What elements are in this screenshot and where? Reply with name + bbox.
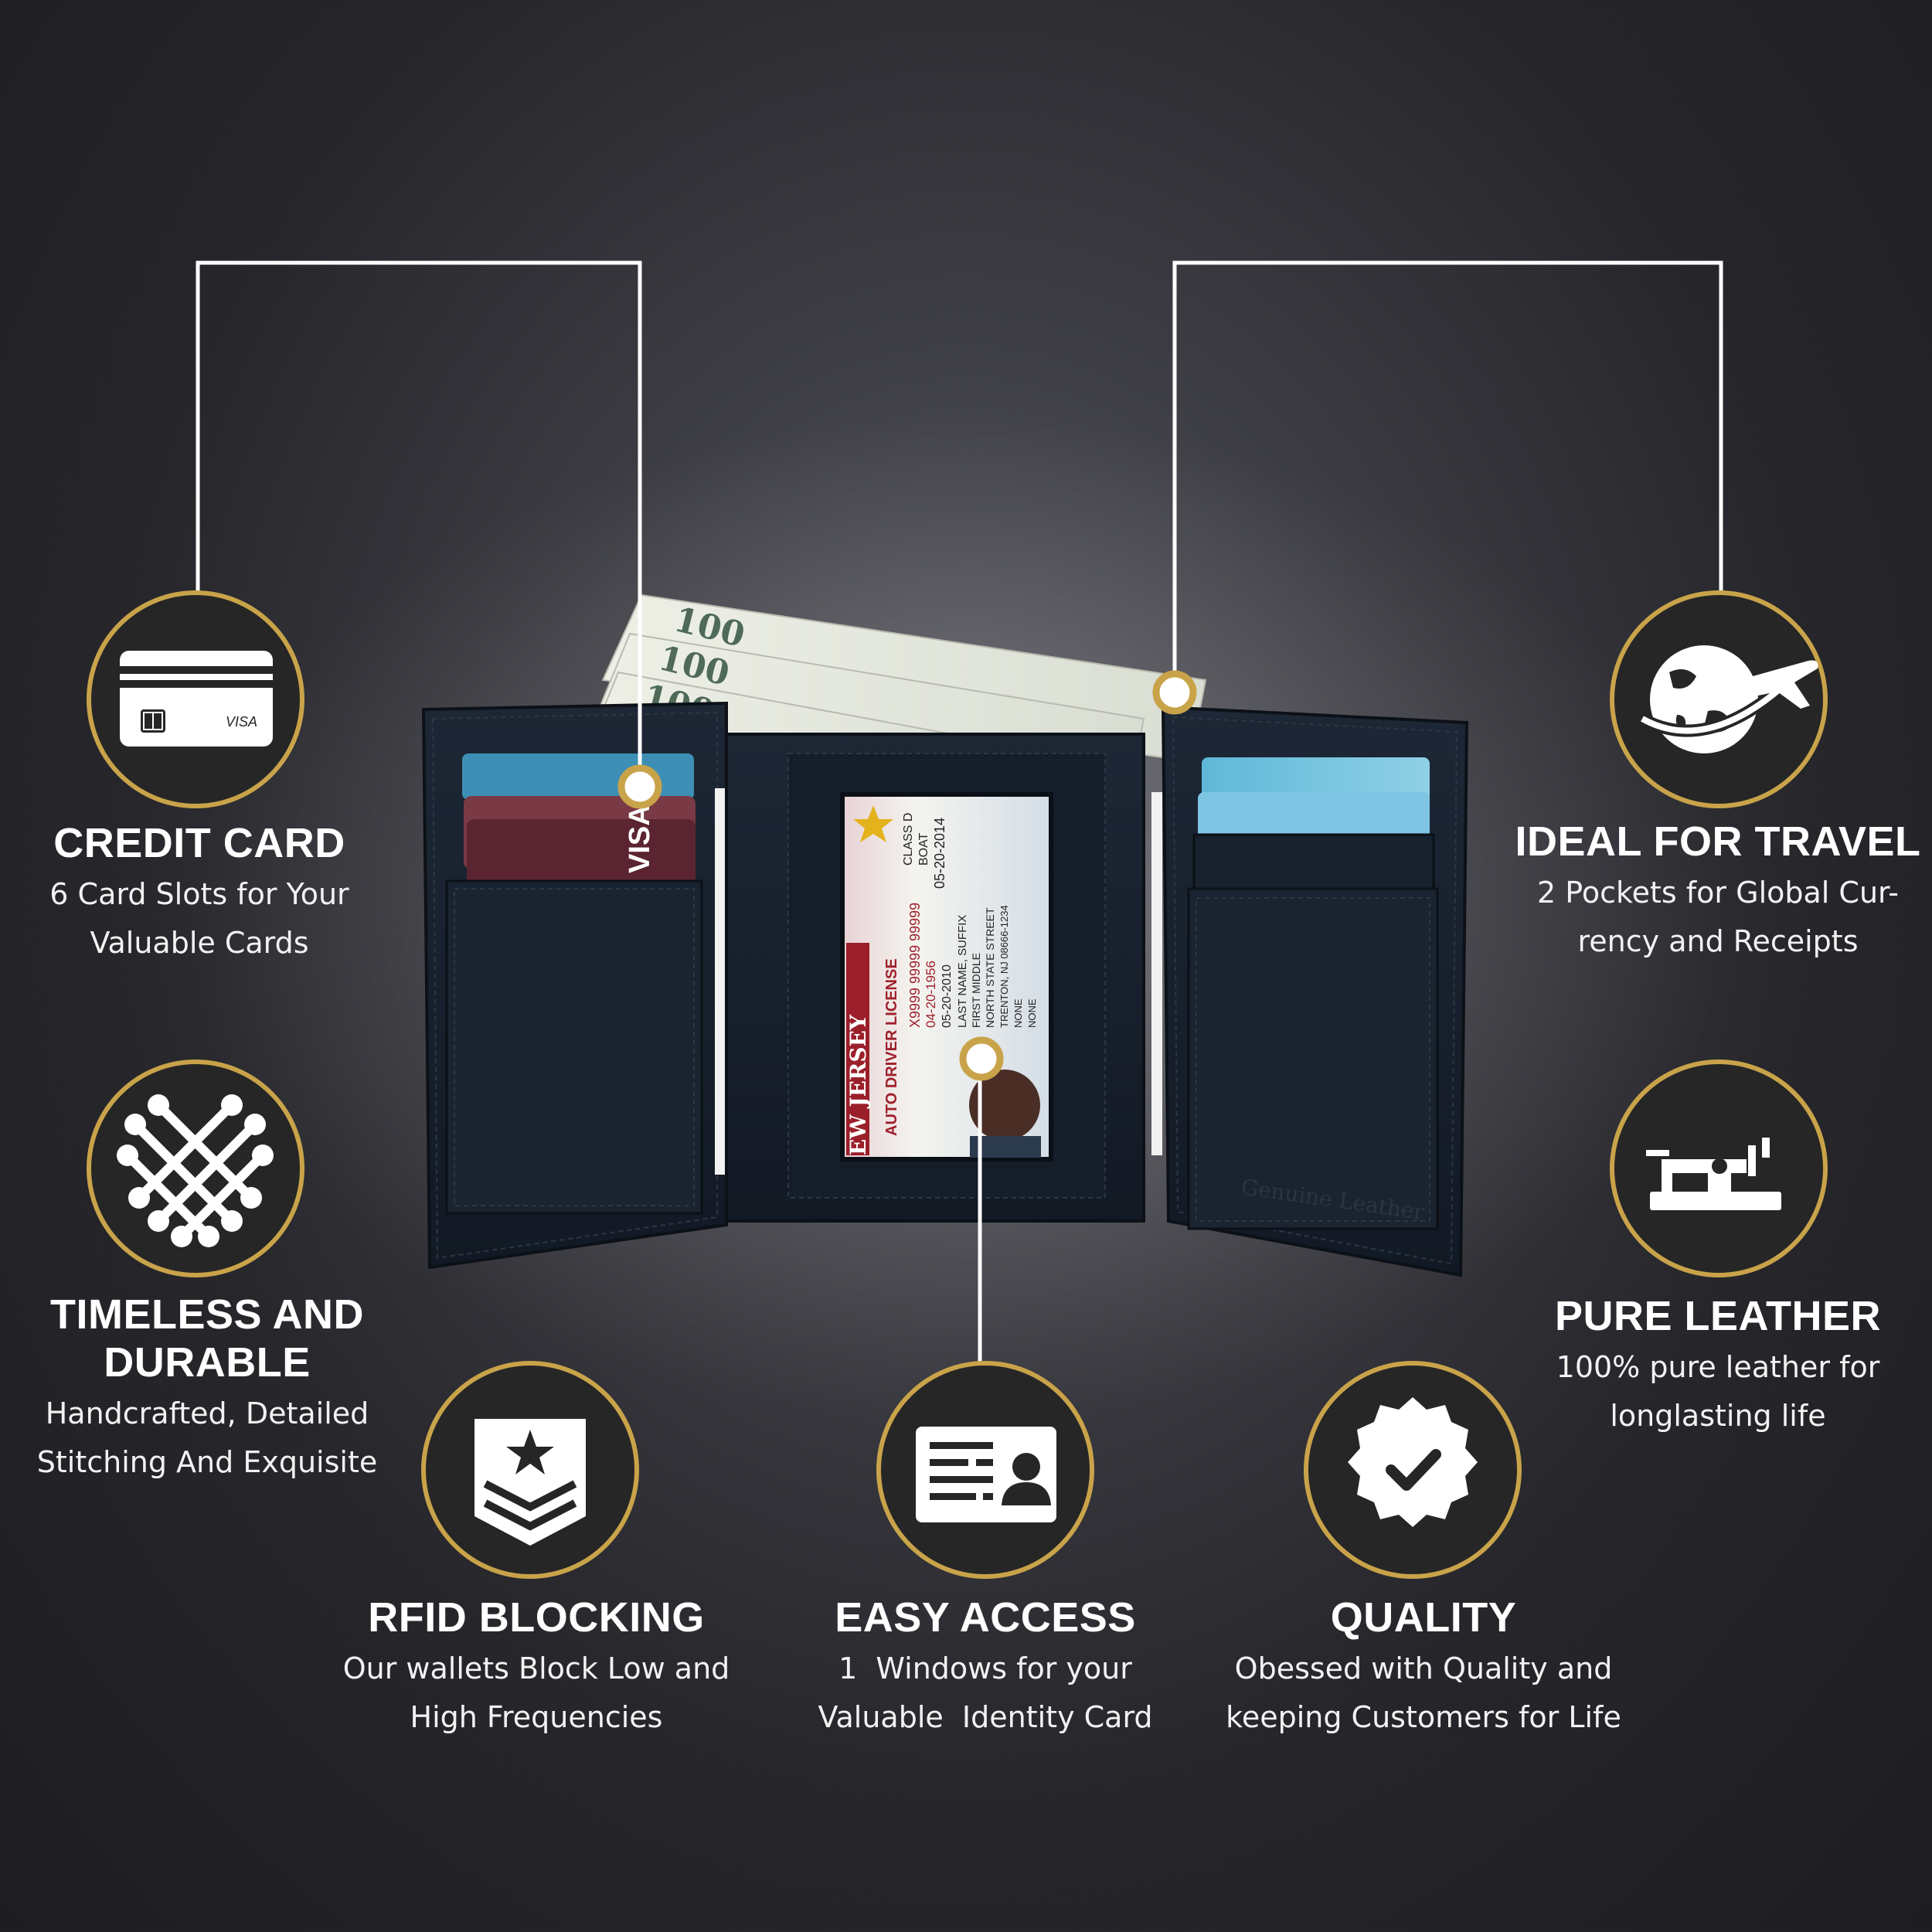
id-card-icon — [876, 1361, 1094, 1579]
connector-dot — [617, 764, 662, 809]
id-type: AUTO DRIVER LICENSE — [883, 958, 900, 1136]
stitching-icon — [87, 1060, 304, 1277]
feature-title: IDEAL FOR TRAVEL — [1515, 818, 1921, 865]
description-line: 6 Card Slots for Your — [49, 877, 349, 911]
right-card-slots — [1187, 757, 1439, 1230]
feature-description: 1 Windows for your Valuable Identity Car… — [738, 1645, 1233, 1742]
feature-description: Our wallets Block Low and High Frequenci… — [289, 1645, 784, 1742]
feature-timeless-durable: TIMELESS AND DURABLE Handcrafted, Detail… — [0, 1291, 454, 1487]
description-line: keeping Customers for Life — [1226, 1700, 1621, 1734]
id-restr: NONE — [1026, 998, 1038, 1028]
feature-title: RFID BLOCKING — [368, 1594, 705, 1641]
svg-text:VISA: VISA — [624, 804, 656, 873]
feature-title: PURE LEATHER — [1554, 1293, 1882, 1339]
description-line: longlasting life — [1610, 1399, 1826, 1433]
connector-lines — [196, 260, 1723, 1364]
feature-easy-access: EASY ACCESS 1 Windows for your Valuable … — [738, 1594, 1233, 1742]
description-line: High Frequencies — [410, 1700, 663, 1734]
left-card-slots: VISA — [445, 753, 703, 1215]
id-city: TRENTON, NJ 08666-1234 — [998, 905, 1010, 1028]
feature-description: 6 Card Slots for Your Valuable Cards — [0, 870, 447, 968]
id-end: NONE — [1012, 998, 1024, 1028]
feature-travel: IDEAL FOR TRAVEL 2 Pockets for Global Cu… — [1471, 818, 1932, 966]
credit-card-icon: VISA — [87, 590, 304, 808]
connector-dot — [959, 1036, 1004, 1081]
globe-plane-icon — [1610, 590, 1828, 808]
description-line: Valuable Identity Card — [818, 1700, 1153, 1734]
sewing-machine-icon — [1610, 1060, 1828, 1277]
id-window: EW JERSEY AUTO DRIVER LICENSE CLASS D BO… — [840, 792, 1053, 1162]
wallet-photo: 100 100 100 VISA EW JERSEY A — [421, 594, 1469, 1277]
connector-dot — [1152, 670, 1197, 715]
feature-rfid-blocking: RFID BLOCKING Our wallets Block Low and … — [289, 1594, 784, 1742]
feature-description: 2 Pockets for Global Cur- rency and Rece… — [1471, 869, 1932, 966]
feature-description: Handcrafted, Detailed Stitching And Exqu… — [0, 1389, 454, 1487]
feature-title: TIMELESS AND DURABLE — [0, 1291, 454, 1386]
title-line: DURABLE — [104, 1339, 311, 1386]
quality-badge-icon — [1304, 1361, 1522, 1579]
feature-description: Obessed with Quality and keeping Custome… — [1176, 1645, 1671, 1742]
id-dob: 04-20-1956 — [923, 961, 938, 1028]
feature-description: 100% pure leather for longlasting life — [1471, 1343, 1932, 1440]
feature-title: EASY ACCESS — [835, 1594, 1136, 1641]
id-middle: FIRST MIDDLE — [970, 953, 982, 1028]
feature-title: CREDIT CARD — [53, 820, 345, 866]
id-dl-number: X9999 99999 99999 — [907, 903, 923, 1028]
description-line: 2 Pockets for Global Cur- — [1537, 876, 1899, 910]
feature-pure-leather: PURE LEATHER 100% pure leather for longl… — [1471, 1292, 1932, 1440]
description-line: Our wallets Block Low and — [342, 1651, 730, 1685]
connector-credit-card — [196, 260, 642, 784]
description-line: Obessed with Quality and — [1234, 1651, 1613, 1685]
description-line: 100% pure leather for — [1556, 1350, 1880, 1384]
feature-title: QUALITY — [1330, 1594, 1517, 1641]
description-line: Handcrafted, Detailed — [45, 1396, 369, 1430]
id-street: NORTH STATE STREET — [984, 907, 996, 1028]
svg-text:VISA: VISA — [226, 714, 257, 730]
connector-travel — [1172, 260, 1723, 692]
title-line: TIMELESS AND — [49, 1291, 365, 1338]
id-name: LAST NAME, SUFFIX — [956, 915, 969, 1028]
id-iss: 05-20-2010 — [940, 964, 954, 1028]
id-state: EW JERSEY — [845, 1014, 871, 1155]
connector-dots — [617, 670, 1197, 1081]
id-endorsement: BOAT — [917, 832, 930, 866]
description-line: Stitching And Exquisite — [36, 1445, 378, 1479]
feature-quality: QUALITY Obessed with Quality and keeping… — [1176, 1594, 1671, 1742]
id-class: CLASS D — [902, 813, 915, 866]
shield-star-icon — [421, 1361, 639, 1579]
id-exp: 05-20-2014 — [932, 818, 947, 889]
description-line: rency and Receipts — [1577, 924, 1859, 958]
description-line: Valuable Cards — [90, 926, 309, 960]
description-line: 1 Windows for your — [838, 1651, 1132, 1685]
feature-credit-card: CREDIT CARD 6 Card Slots for Your Valuab… — [0, 819, 447, 968]
